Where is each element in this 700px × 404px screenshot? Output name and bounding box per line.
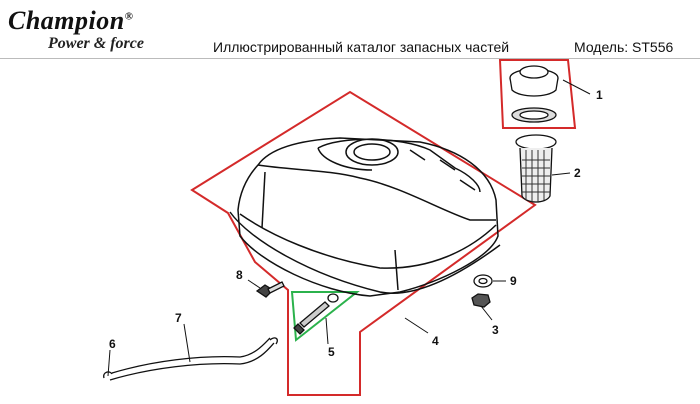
drain-fitting [293,293,339,335]
callout-7: 7 [175,311,182,325]
callout-6: 6 [109,337,116,351]
fuel-cap [509,65,559,123]
callout-3: 3 [492,323,499,337]
page-header: Champion® Power & force Иллюстрированный… [0,0,700,60]
callout-9: 9 [510,274,517,288]
callout-2: 2 [574,166,581,180]
callout-8: 8 [236,268,243,282]
fuel-strainer [515,134,557,203]
nut [471,293,491,308]
fuel-hose [103,337,278,381]
fuel-tank [229,137,501,297]
brand-tagline: Power & force [48,35,144,52]
model-label: Модель: ST556 [574,39,674,55]
washer [473,274,493,288]
cap-assembly-outline [498,59,577,129]
callout-4: 4 [432,334,439,348]
tank-assembly-outline [190,90,537,396]
leader-lines [107,79,591,377]
header-divider [0,58,700,59]
brand-logo: Champion® [8,6,134,35]
drain-fitting-outline [290,291,360,342]
callout-1: 1 [596,88,603,102]
callout-5: 5 [328,345,335,359]
catalog-title: Иллюстрированный каталог запасных частей [213,39,510,55]
bolt [255,281,285,298]
